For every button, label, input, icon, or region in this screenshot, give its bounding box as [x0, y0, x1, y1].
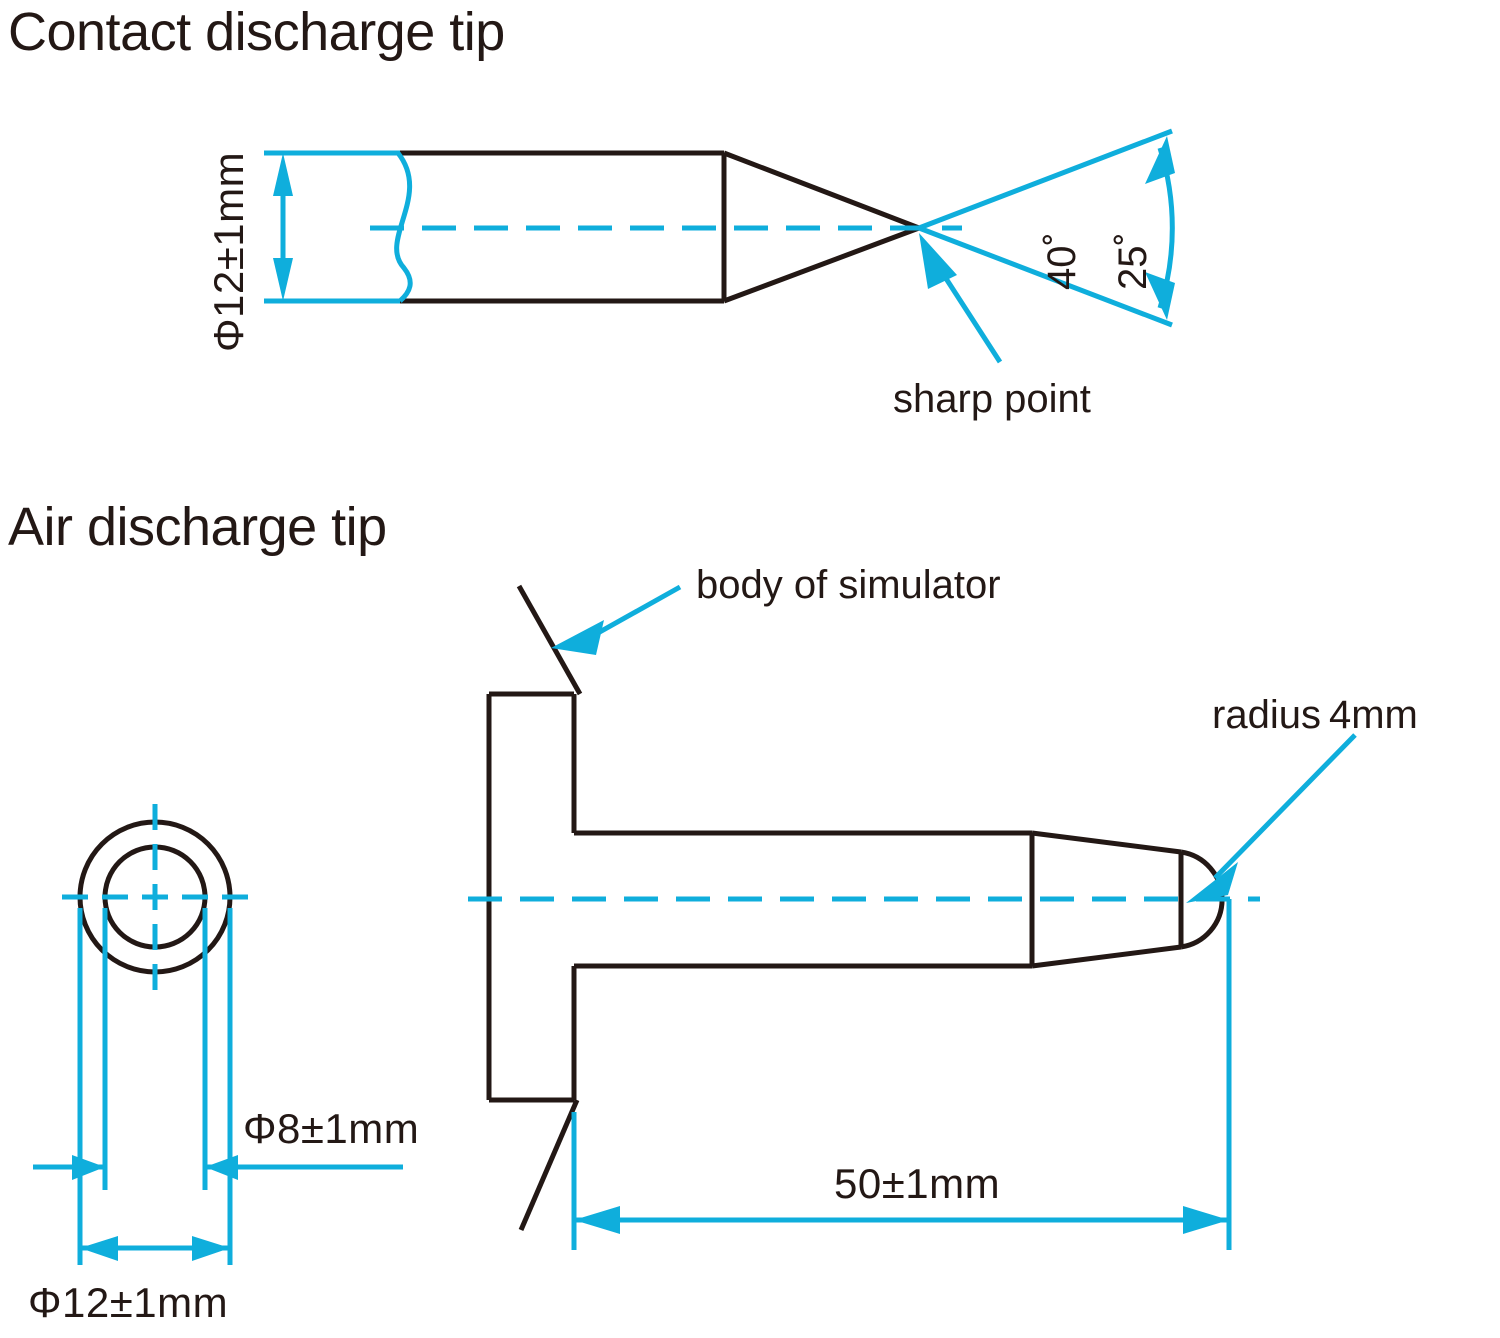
break-line-contact-tip — [394, 151, 413, 303]
radius-callout-leader-line — [1213, 733, 1357, 880]
contact-tip-angle-dimension: 40˚ 25˚ — [918, 128, 1175, 328]
air-tip-title: Air discharge tip — [8, 497, 387, 557]
radius-callout: radius 4mm — [1186, 693, 1418, 903]
radius-callout-arrowhead — [1186, 862, 1238, 903]
sharp-point-callout: sharp point — [893, 233, 1091, 421]
outer-diameter-arrow-left — [80, 1236, 118, 1261]
angle-arrow-lower — [1145, 272, 1175, 320]
angle-arrow-upper — [1145, 136, 1175, 184]
air-discharge-tip-section: Air discharge tip Φ8±1mm Φ — [8, 497, 1418, 1326]
air-tip-side-view — [468, 584, 1260, 1231]
air-tip-front-view-dimensions: Φ8±1mm Φ12±1mm — [28, 908, 419, 1326]
air-tip-inner-diameter-label: Φ8±1mm — [243, 1105, 419, 1152]
diameter-arrow-up — [273, 153, 293, 196]
cone-upper-flank — [723, 150, 920, 231]
air-tip-front-view — [62, 804, 248, 990]
contact-tip-diameter-label: Φ12±1mm — [205, 152, 252, 352]
contact-tip-angle-outer-label: 40˚ — [1040, 232, 1084, 290]
contact-discharge-tip-section: Contact discharge tip — [8, 2, 1175, 421]
contact-tip-angle-inner-label: 25˚ — [1111, 232, 1155, 290]
contact-tip-title: Contact discharge tip — [8, 2, 505, 62]
length-arrow-left — [574, 1206, 620, 1234]
angle-ray-upper — [918, 128, 1173, 231]
sharp-point-label: sharp point — [893, 377, 1091, 421]
diameter-arrow-down — [273, 258, 293, 301]
body-callout-arrowhead — [551, 620, 604, 655]
body-break-line-top — [516, 584, 583, 696]
inner-diameter-arrow-right — [205, 1155, 238, 1180]
air-tip-length-label: 50±1mm — [834, 1160, 1000, 1207]
angle-ray-lower — [918, 225, 1173, 328]
taper-top-edge — [1031, 830, 1182, 855]
radius-label: radius 4mm — [1212, 693, 1418, 737]
body-of-simulator-label: body of simulator — [696, 563, 1001, 607]
taper-bottom-edge — [1031, 944, 1182, 969]
outer-diameter-arrow-right — [192, 1236, 230, 1261]
body-break-line-bottom — [518, 1099, 580, 1231]
air-tip-length-dimension: 50±1mm — [571, 899, 1232, 1250]
inner-diameter-arrow-left — [72, 1155, 105, 1180]
air-tip-outer-diameter-label: Φ12±1mm — [28, 1279, 228, 1326]
length-arrow-right — [1183, 1206, 1229, 1234]
sharp-point-arrowhead — [919, 233, 957, 289]
cone-lower-flank — [723, 225, 920, 304]
contact-tip-diameter-dimension: Φ12±1mm — [205, 150, 400, 352]
contact-tip-outline — [400, 150, 920, 304]
body-of-simulator-callout: body of simulator — [551, 563, 1001, 655]
